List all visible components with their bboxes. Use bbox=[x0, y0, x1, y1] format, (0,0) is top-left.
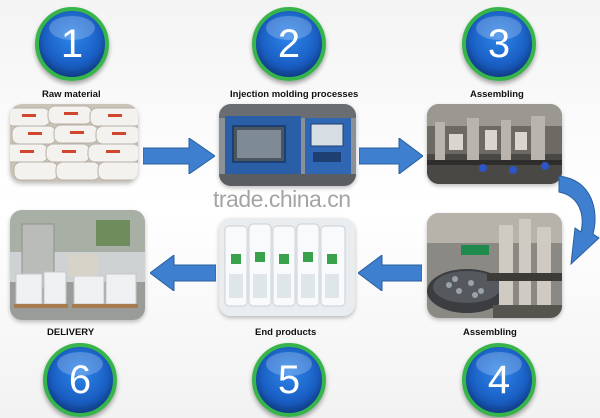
step-2-photo-injection-molding bbox=[219, 104, 356, 186]
step-4-photo-assembling-machine bbox=[427, 213, 562, 318]
watermark-text: trade.china.cn bbox=[213, 186, 351, 212]
step-5-number: 5 bbox=[277, 358, 301, 402]
step-2-number: 2 bbox=[277, 22, 301, 66]
right-arrow-icon bbox=[359, 138, 423, 174]
step-4-badge: 4 bbox=[462, 343, 536, 417]
step-4-number: 4 bbox=[487, 358, 511, 402]
step-6-number: 6 bbox=[68, 358, 92, 402]
left-arrow-icon bbox=[358, 255, 422, 291]
step-6-badge: 6 bbox=[43, 343, 117, 417]
step-5-label: End products bbox=[255, 327, 317, 338]
step-1-number: 1 bbox=[60, 22, 84, 66]
step-6-photo-delivery bbox=[10, 210, 145, 320]
step-2-badge: 2 bbox=[252, 7, 326, 81]
step-5-badge: 5 bbox=[252, 343, 326, 417]
curved-down-arrow-icon bbox=[558, 175, 600, 266]
left-arrow-icon bbox=[150, 255, 216, 291]
step-1-label: Raw material bbox=[42, 89, 101, 100]
step-3-badge: 3 bbox=[462, 7, 536, 81]
step-3-number: 3 bbox=[487, 22, 511, 66]
step-4-label: Assembling bbox=[463, 327, 517, 338]
step-5-photo-end-products bbox=[219, 218, 355, 316]
step-2-label: Injection molding processes bbox=[230, 89, 359, 100]
step-6-label: DELIVERY bbox=[47, 327, 95, 338]
step-3-photo-assembling-line bbox=[427, 104, 562, 184]
step-1-badge: 1 bbox=[35, 7, 109, 81]
step-1-photo-raw-material bbox=[10, 104, 138, 182]
right-arrow-icon bbox=[143, 138, 215, 174]
step-3-label: Assembling bbox=[470, 89, 524, 100]
